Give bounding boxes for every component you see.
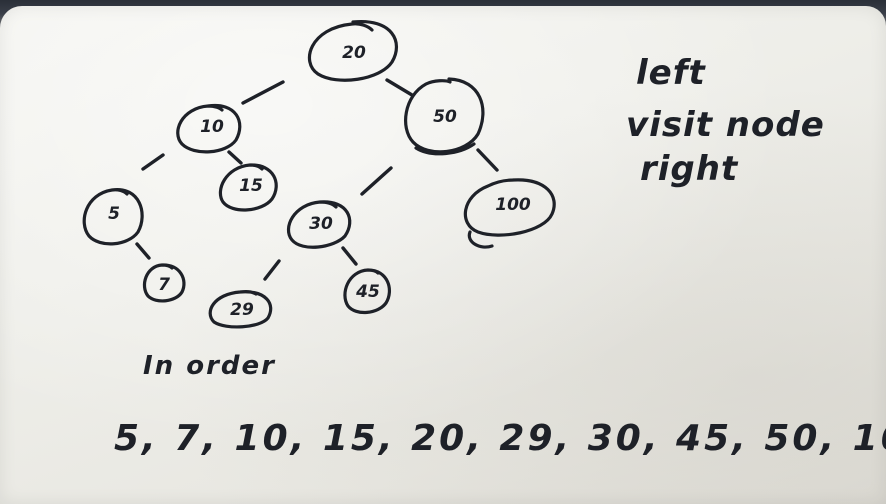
note-line-visit-node: visit node: [626, 105, 825, 145]
tree-node: 10: [176, 103, 242, 154]
tree-node: 7: [142, 263, 186, 303]
node-label: 5: [108, 204, 120, 224]
node-label: 29: [230, 300, 254, 320]
note-line-right: right: [640, 149, 739, 189]
edge-20-10: [241, 80, 285, 105]
tree-node: 20: [307, 20, 398, 82]
node-label: 45: [355, 282, 380, 302]
node-label: 20: [342, 43, 366, 63]
tree-node: 29: [208, 290, 273, 329]
tree-node: 30: [286, 200, 352, 249]
edge-20-50: [385, 78, 414, 97]
node-label: 30: [309, 214, 333, 234]
edge-10-5: [141, 153, 165, 171]
tree-edges: [135, 78, 499, 281]
tree-node: 50: [404, 77, 485, 156]
in-order-sequence: 5, 7, 10, 15, 20, 29, 30, 45, 50, 100: [114, 418, 886, 459]
node-label: 50: [433, 107, 457, 127]
tree-node: 15: [218, 163, 278, 212]
node-label: 10: [200, 117, 224, 137]
node-label: 7: [158, 275, 170, 295]
edge-30-29: [263, 259, 281, 281]
edge-50-100: [476, 148, 499, 172]
note-line-left: left: [636, 53, 707, 93]
tree-nodes: 20 10 50 5 15 30: [82, 20, 556, 329]
tree-node: 100: [463, 178, 556, 249]
tree-node: 5: [82, 188, 144, 246]
node-label: 100: [495, 195, 531, 215]
edge-50-30: [360, 166, 393, 196]
in-order-label: In order: [143, 351, 276, 381]
tree-node: 45: [343, 268, 391, 314]
edge-30-45: [341, 246, 358, 266]
node-label: 15: [239, 176, 263, 196]
traversal-rule-notes: left visit node right: [626, 53, 825, 189]
edge-5-7: [135, 242, 151, 260]
edge-10-15: [227, 150, 243, 165]
